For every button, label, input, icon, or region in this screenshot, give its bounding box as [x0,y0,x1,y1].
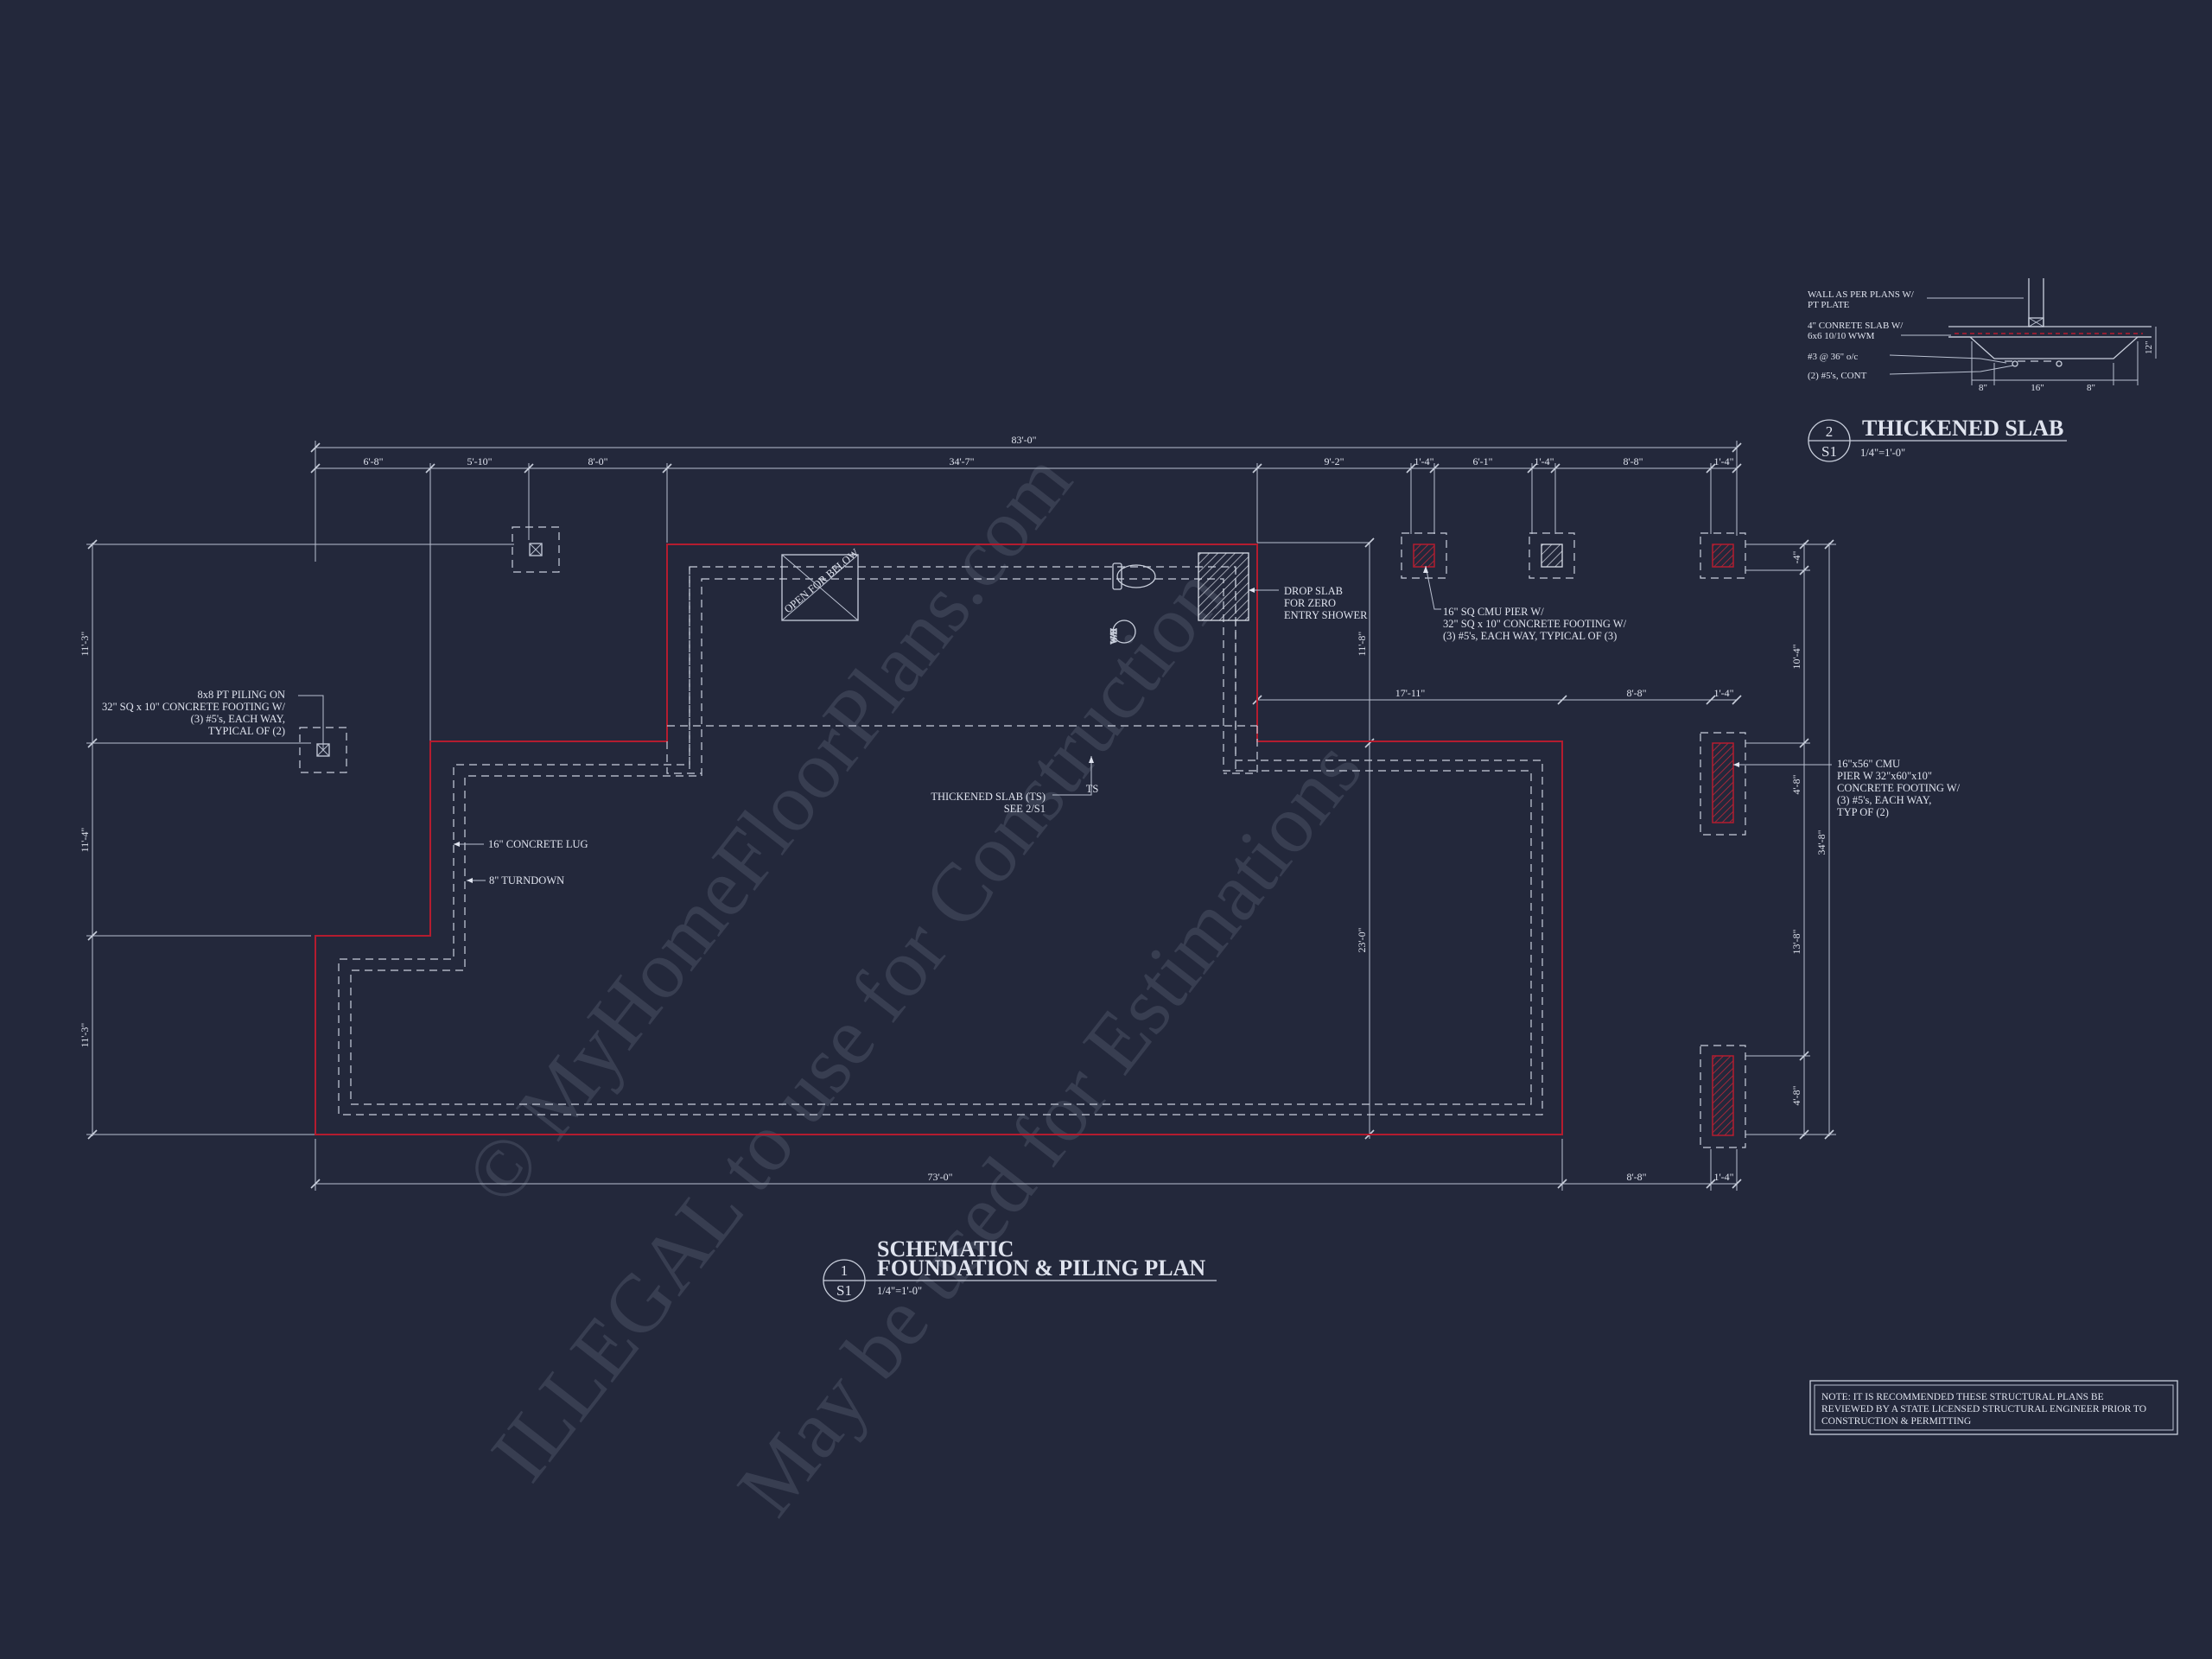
lug-note: 16" CONCRETE LUG [488,838,588,850]
dim-top-2: 5'-10" [467,455,492,467]
dimension-text: 83'-0" 6'-8" 5'-10" 8'-0" 34'-7" 9'-2" 1… [79,434,1827,1183]
fixtures: W/H [1109,563,1156,645]
turndown-note: 8" TURNDOWN [489,874,564,887]
detail-1-title: 1 S1 SCHEMATIC FOUNDATION & PILING PLAN … [823,1236,1217,1302]
drop-slab-line-3: ENTRY SHOWER [1284,609,1368,621]
slab-dim-4: 12" [2144,341,2154,355]
structural-note-line-1: NOTE: IT IS RECOMMENDED THESE STRUCTURAL… [1821,1392,2104,1402]
dim-bottom-3: 1'-4" [1713,1171,1733,1183]
piling-note-line-4: TYPICAL OF (2) [208,725,285,737]
open-below-label: OPEN FOR BELOW [782,546,861,615]
slab-note-line-4: 6x6 10/10 WWM [1808,331,1875,341]
cmu-pier-line-2: 32" SQ x 10" CONCRETE FOOTING W/ [1443,618,1627,630]
dim-top-9: 8'-8" [1623,455,1643,467]
cmu-pier-line-1: 16" SQ CMU PIER W/ [1443,606,1544,618]
cmu-pier-56-line-2: PIER W 32"x60"x10" [1837,770,1932,782]
drop-slab-shower [1198,552,1249,621]
slab-note-line-5: #3 @ 36" o/c [1808,352,1858,362]
detail-1-number: 1 [841,1262,849,1279]
piling-note-line-1: 8x8 PT PILING ON [197,689,285,701]
dim-top-3: 8'-0" [588,455,607,467]
dim-right-3: 4'-8" [1790,774,1802,794]
slab-dim-3: 8" [2087,383,2095,393]
drop-slab-line-1: DROP SLAB [1284,585,1343,597]
notes: 8x8 PT PILING ON 32" SQ x 10" CONCRETE F… [102,585,1961,887]
dim-interior-3: 17'-11" [1395,687,1426,699]
detail-1-title-line-2: FOUNDATION & PILING PLAN [877,1255,1205,1281]
dim-top-8: 1'-4" [1534,455,1554,467]
dim-left-3: 11'-3" [79,1023,91,1048]
structural-note: NOTE: IT IS RECOMMENDED THESE STRUCTURAL… [1809,1380,2178,1435]
dim-top-10: 1'-4" [1713,455,1733,467]
slab-note-line-3: 4" CONRETE SLAB W/ [1808,321,1904,331]
slab-dim-1: 8" [1979,383,1987,393]
dim-right-overall: 34'-8" [1815,830,1827,855]
dim-top-7: 6'-1" [1472,455,1492,467]
dim-interior-4: 8'-8" [1626,687,1646,699]
leader-arrows [454,566,1739,883]
dim-top-4: 34'-7" [949,455,974,467]
structural-note-line-3: CONSTRUCTION & PERMITTING [1821,1416,1971,1427]
thickened-slab-detail: WALL AS PER PLANS W/ PT PLATE 4" CONRETE… [1808,278,2157,393]
slab-note-line-1: WALL AS PER PLANS W/ [1808,289,1915,300]
cmu-pier-56-line-1: 16"x56" CMU [1837,758,1900,770]
detail-1-scale: 1/4"=1'-0" [877,1285,922,1297]
detail-2-number: 2 [1826,423,1834,440]
dim-interior-2: 23'-0" [1356,927,1368,952]
cmu-pier-2 [1529,532,1575,579]
piling-note: 8x8 PT PILING ON 32" SQ x 10" CONCRETE F… [102,689,286,737]
dim-interior-5: 1'-4" [1713,687,1733,699]
dim-right-2: 10'-4" [1790,644,1802,669]
detail-1-sheet: S1 [836,1282,852,1299]
dimension-lines [86,441,1836,1191]
dim-top-6: 1'-4" [1414,455,1433,467]
cmu-pier-3 [1700,532,1746,579]
slab-edge [315,543,1563,1135]
drop-slab-line-2: FOR ZERO [1284,597,1336,609]
dim-overall-top: 83'-0" [1011,434,1036,446]
piling-note-line-3: (3) #5's, EACH WAY, [191,713,285,725]
dim-bottom-2: 8'-8" [1626,1171,1646,1183]
detail-1-title-line-1: SCHEMATIC [877,1236,1014,1262]
detail-2-scale: 1/4"=1'-0" [1860,447,1905,459]
slab-dim-2: 16" [2031,383,2044,393]
thickened-note-line-2: SEE 2/S1 [1004,803,1046,815]
cmu-pier-56-1 [1700,732,1746,836]
cmu-pier-1 [1401,532,1447,579]
slab-note-line-6: (2) #5's, CONT [1808,371,1867,381]
cmu-pier-56-line-5: TYP OF (2) [1837,806,1889,818]
cmu-pier-56-note: 16"x56" CMU PIER W 32"x60"x10" CONCRETE … [1837,758,1961,818]
slab-note-line-2: PT PLATE [1808,300,1850,310]
leader-lines [298,565,1832,881]
ts-tag: TS [1086,783,1099,795]
cmu-pier-56-line-3: CONCRETE FOOTING W/ [1837,782,1961,794]
dim-left-2: 11'-4" [79,828,91,853]
detail-2-title-text: THICKENED SLAB [1862,416,2063,441]
cmu-pier-line-3: (3) #5's, EACH WAY, TYPICAL OF (3) [1443,630,1617,642]
dim-right-4: 13'-8" [1790,929,1802,954]
dim-right-1: -4" [1790,550,1802,563]
dim-top-5: 9'-2" [1324,455,1344,467]
dim-bottom-1: 73'-0" [927,1171,952,1183]
dim-top-1: 6'-8" [363,455,383,467]
cmu-pier-56-line-4: (3) #5's, EACH WAY, [1837,794,1931,806]
detail-2-title: 2 S1 THICKENED SLAB 1/4"=1'-0" [1808,416,2067,462]
piling-note-line-2: 32" SQ x 10" CONCRETE FOOTING W/ [102,701,286,713]
thickened-note-line-1: THICKENED SLAB (TS) [931,791,1046,803]
cmu-pier-56-2 [1700,1045,1746,1148]
piling-footing-1 [512,526,560,573]
dim-right-5: 4'-8" [1790,1085,1802,1105]
open-below-box: OPEN FOR BELOW [781,546,861,621]
cmu-pier-note: 16" SQ CMU PIER W/ 32" SQ x 10" CONCRETE… [1443,606,1627,642]
water-heater-label: W/H [1109,628,1118,644]
dim-interior-1: 11'-8" [1356,632,1368,657]
dim-left-1: 11'-3" [79,632,91,657]
drop-slab-note: DROP SLAB FOR ZERO ENTRY SHOWER [1284,585,1368,621]
thickened-slab-lines [338,566,1543,1116]
detail-2-sheet: S1 [1821,443,1837,460]
structural-note-line-2: REVIEWED BY A STATE LICENSED STRUCTURAL … [1821,1404,2146,1414]
